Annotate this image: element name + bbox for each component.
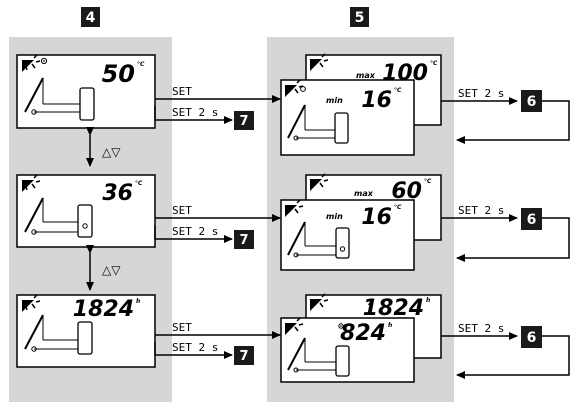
step-6-label: 6 — [527, 94, 537, 110]
right-back-tag: max — [354, 189, 374, 198]
step-7-label: 7 — [239, 114, 248, 129]
sensor-icon — [82, 223, 88, 229]
step-6-label: 6 — [527, 212, 537, 228]
left-display-row-2: 36 °C — [16, 174, 156, 248]
return-label-row-2: SET 2 s — [458, 204, 504, 217]
right-display-front-row-1: min 16 °C — [280, 79, 415, 156]
set-label-row-2: SET — [172, 204, 192, 217]
left-display-unit: °C — [135, 180, 143, 187]
left-display-value: 1824 — [73, 297, 134, 322]
right-front-value: 16 — [361, 205, 392, 230]
right-display-front-row-3: 824 h — [280, 317, 415, 383]
right-front-unit: °C — [394, 87, 402, 94]
set-label-row-1: SET — [172, 85, 192, 98]
loop-back-arrow-row-2 — [456, 217, 570, 262]
set-label-row-3: SET — [172, 321, 192, 334]
column-5-badge-label: 5 — [355, 10, 365, 26]
left-display-unit: h — [136, 298, 140, 305]
right-front-value: 16 — [361, 88, 392, 113]
tank-icon — [79, 87, 95, 121]
column-4-badge-label: 4 — [86, 10, 96, 26]
set-hold-arrow-row-1 — [154, 106, 233, 124]
return-label-row-3: SET 2 s — [458, 322, 504, 335]
collector-icon — [24, 314, 78, 352]
sun-icon — [22, 294, 41, 312]
left-display-row-3: 1824 h — [16, 294, 156, 368]
left-display-row-1: 50 °C — [16, 54, 156, 129]
right-front-value: 824 — [340, 321, 386, 346]
tank-icon — [77, 321, 93, 355]
right-back-unit: °C — [424, 178, 432, 185]
step-7-label: 7 — [239, 233, 248, 248]
step-6-badge-row-1: 6 — [521, 90, 542, 112]
nav-label-1: △▽ — [102, 145, 121, 159]
sun-icon — [22, 54, 41, 72]
right-front-unit: °C — [394, 204, 402, 211]
collector-icon — [24, 197, 78, 235]
left-display-value: 36 — [102, 181, 133, 206]
right-back-value: 1824 — [363, 296, 424, 321]
right-front-tag: min — [326, 96, 343, 105]
return-label-row-1: SET 2 s — [458, 87, 504, 100]
set-hold-arrow-row-2 — [154, 225, 233, 243]
set-hold-arrow-row-3 — [154, 342, 233, 359]
loop-back-arrow-row-3 — [456, 335, 570, 379]
set-hold-label-row-2: SET 2 s — [172, 225, 218, 238]
tank-icon — [77, 204, 93, 238]
sun-icon — [22, 174, 41, 192]
loop-back-arrow-row-1 — [456, 100, 570, 144]
pump-icon — [338, 323, 344, 329]
right-back-tag: Σ — [368, 298, 374, 307]
left-display-unit: °C — [137, 61, 145, 68]
left-display-value: 50 — [102, 60, 135, 88]
right-front-tag: min — [326, 212, 343, 221]
step-7-badge-row-2: 7 — [234, 230, 254, 249]
step-6-badge-row-3: 6 — [521, 326, 542, 348]
column-5-badge: 5 — [350, 7, 369, 27]
right-back-unit: °C — [430, 60, 438, 67]
right-front-unit: h — [388, 322, 392, 329]
right-back-tag: max — [356, 71, 376, 80]
nav-label-2: △▽ — [102, 263, 121, 277]
set-hold-label-row-3: SET 2 s — [172, 341, 218, 354]
step-7-label: 7 — [239, 349, 248, 364]
step-6-label: 6 — [527, 330, 537, 346]
step-6-badge-row-2: 6 — [521, 208, 542, 230]
step-7-badge-row-3: 7 — [234, 346, 254, 365]
set-hold-label-row-1: SET 2 s — [172, 106, 218, 119]
pump-icon — [40, 57, 48, 65]
column-4-badge: 4 — [81, 7, 100, 27]
step-7-badge-row-1: 7 — [234, 111, 254, 130]
collector-icon — [24, 77, 80, 115]
right-display-front-row-2: min 16 °C — [280, 199, 415, 271]
right-back-unit: h — [426, 297, 430, 304]
